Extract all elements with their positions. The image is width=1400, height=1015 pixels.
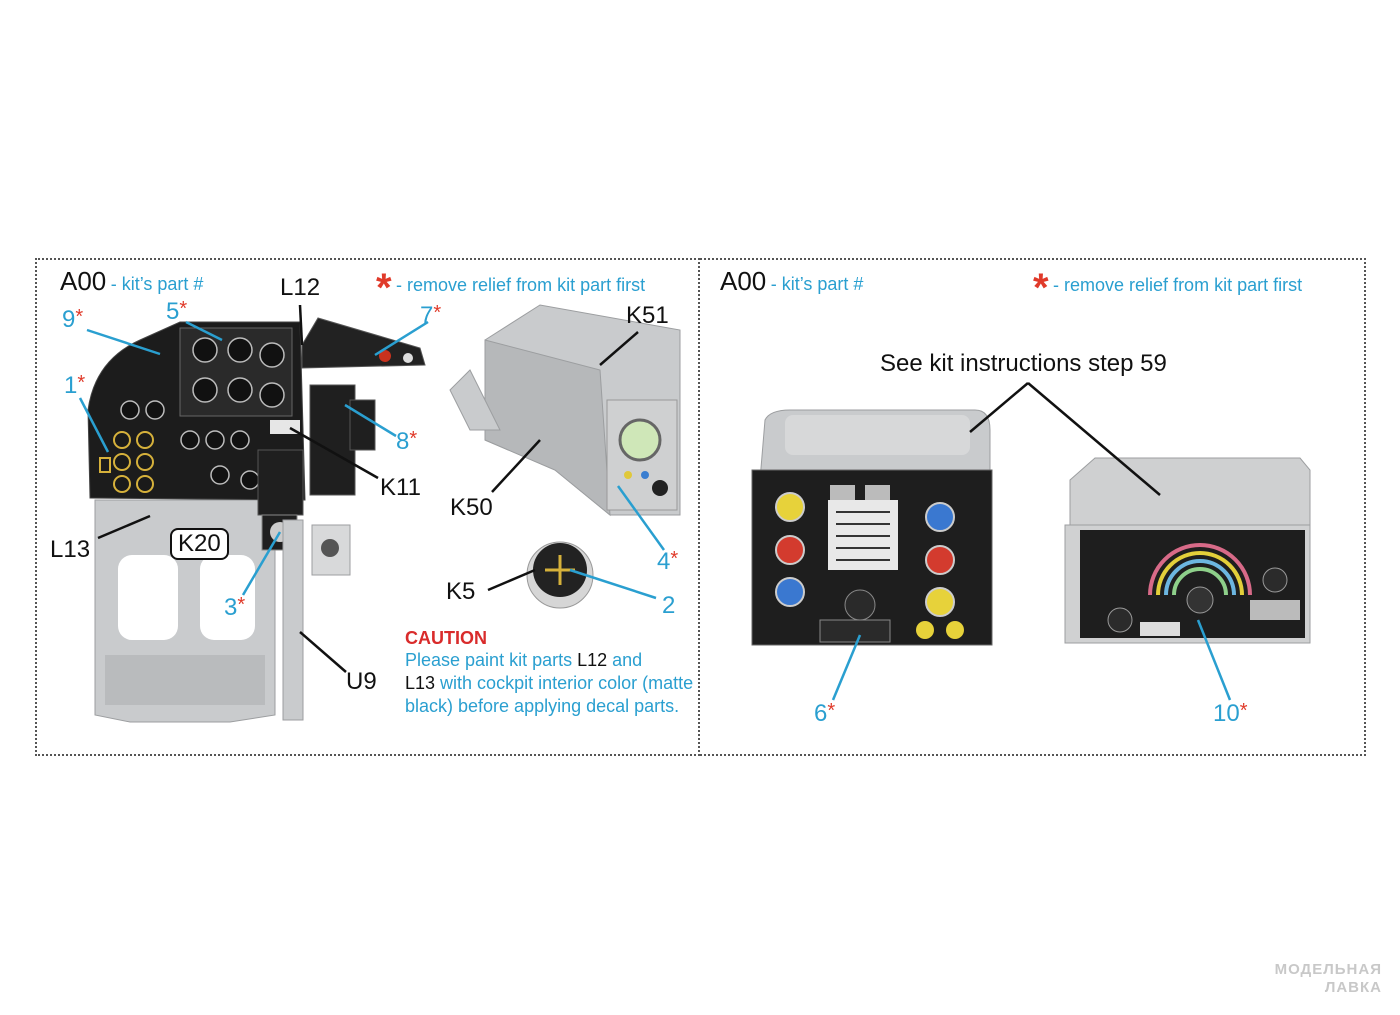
left-legend: * - remove relief from kit part first xyxy=(376,268,645,308)
callout-5: 5* xyxy=(166,298,188,325)
left-header-code: A00 xyxy=(60,266,107,296)
k5-gauge-illustration xyxy=(526,541,594,609)
step-note: See kit instructions step 59 xyxy=(880,350,1167,377)
left-legend-asterisk: * xyxy=(376,266,392,310)
left-header: A00 - kit’s part # xyxy=(60,266,203,297)
right-legend: * - remove relief from kit part first xyxy=(1033,268,1302,308)
callout-2: 2 xyxy=(662,592,676,619)
label-U9: U9 xyxy=(346,668,377,695)
label-K50: K50 xyxy=(450,494,493,521)
label-K51: K51 xyxy=(626,302,669,329)
right-header: A00 - kit’s part # xyxy=(720,266,863,297)
callout-9: 9* xyxy=(62,306,84,333)
watermark-logo: МОДЕЛЬНАЯ ЛАВКА xyxy=(1274,961,1382,996)
control-box-6-illustration xyxy=(751,409,993,646)
main-instrument-panel-illustration xyxy=(87,317,426,723)
label-L13: L13 xyxy=(50,536,91,563)
callout-6: 6* xyxy=(814,700,836,727)
callout-4: 4* xyxy=(657,548,679,575)
right-legend-asterisk: * xyxy=(1033,266,1049,310)
callout-3: 3* xyxy=(224,594,246,621)
blue-leader-lines xyxy=(78,320,1232,701)
right-header-code: A00 xyxy=(720,266,767,296)
left-header-sub: - kit’s part # xyxy=(110,274,204,294)
callout-8: 8* xyxy=(396,428,418,455)
callout-7: 7* xyxy=(420,302,442,329)
label-K20: K20 xyxy=(170,528,229,560)
right-header-sub: - kit’s part # xyxy=(770,274,864,294)
left-legend-text: - remove relief from kit part first xyxy=(396,275,646,295)
right-legend-text: - remove relief from kit part first xyxy=(1053,275,1303,295)
label-L12: L12 xyxy=(280,274,321,301)
callout-10: 10* xyxy=(1213,700,1248,727)
label-K5: K5 xyxy=(446,578,476,605)
control-box-10-illustration xyxy=(1064,457,1311,644)
callout-1: 1* xyxy=(64,372,86,399)
k51-radio-box-illustration xyxy=(449,304,681,517)
black-leader-lines xyxy=(97,304,1161,673)
caution-title: CAUTION xyxy=(405,628,487,648)
label-K11: K11 xyxy=(380,474,421,501)
